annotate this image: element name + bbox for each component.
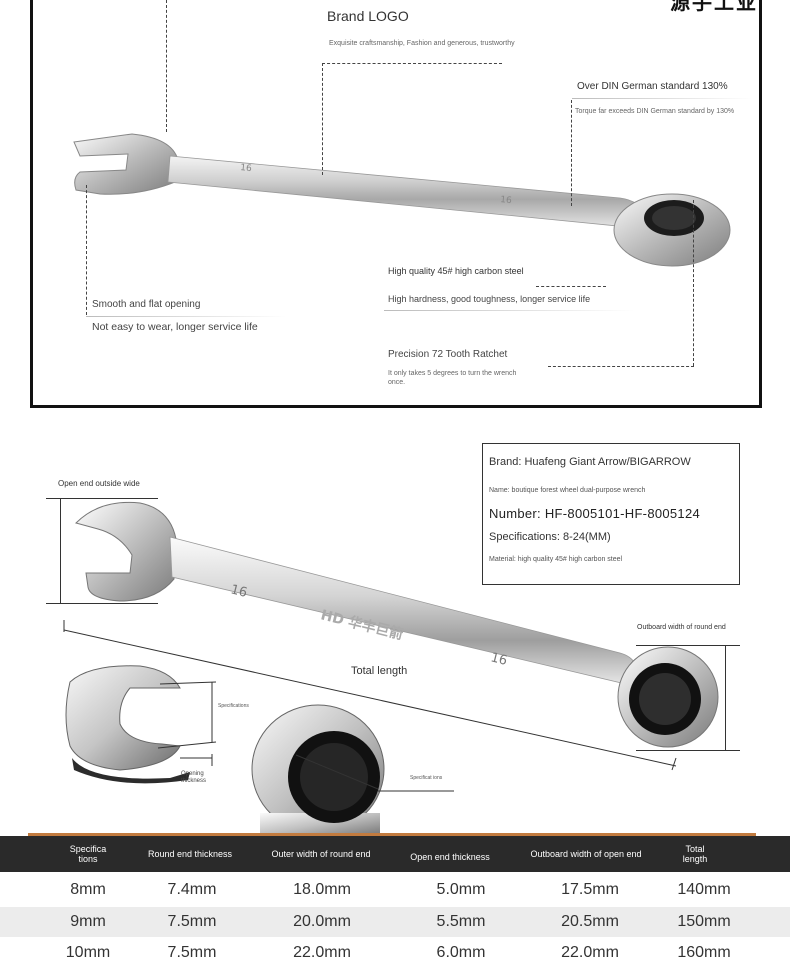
total-length-label: Total length — [351, 665, 408, 677]
cell-round-end-thickness: 7.5mm — [167, 913, 217, 930]
cell-specification: 10mm — [65, 944, 111, 960]
divider — [86, 316, 286, 317]
leader-line — [322, 63, 502, 64]
brand-wordmark: 源手工业 — [670, 0, 758, 14]
cell-outer-width-round-end: 20.0mm — [293, 913, 351, 930]
brand-logo-title: Brand LOGO — [327, 8, 409, 24]
din-standard-subtitle: Torque far exceeds DIN German standard b… — [575, 108, 735, 115]
cell-outboard-width-open-end: 22.0mm — [561, 944, 619, 960]
spec-number: Number: HF-8005101-HF-8005124 — [489, 506, 701, 521]
dimension-line — [46, 603, 158, 604]
ratchet-subtitle: It only takes 5 degrees to turn the wren… — [388, 370, 517, 386]
ratchet-title: Precision 72 Tooth Ratchet — [388, 349, 508, 360]
table-row: 8mm 7.4mm 18.0mm 5.0mm 17.5mm 140mm — [0, 875, 790, 905]
wrench-feature-image: 16 16 — [73, 133, 731, 267]
spec-specifications: Specifications: 8-24(MM) — [489, 531, 611, 543]
column-header-outboard-width-open-end: Outboard width of open end — [530, 849, 642, 859]
brand-logo-subtitle: Exquisite craftsmanship, Fashion and gen… — [329, 40, 515, 47]
opening-subtitle: Not easy to wear, longer service life — [92, 321, 258, 333]
svg-text:16: 16 — [500, 195, 513, 206]
svg-text:16: 16 — [240, 163, 253, 174]
cell-specification: 8mm — [70, 881, 106, 898]
specifications-label-1: Specifications — [218, 703, 249, 709]
accent-divider — [28, 833, 756, 836]
divider — [384, 310, 634, 311]
opening-title: Smooth and flat opening — [92, 299, 201, 310]
spec-brand: Brand: Huafeng Giant Arrow/BIGARROW — [489, 456, 691, 468]
open-end-closeup-image — [65, 665, 217, 784]
dimension-line — [46, 498, 158, 499]
cell-total-length: 140mm — [677, 881, 731, 898]
table-row: 10mm 7.5mm 22.0mm 6.0mm 22.0mm 160mm — [0, 938, 790, 960]
spec-material: Material: high quality 45# high carbon s… — [489, 556, 623, 563]
cell-open-end-thickness: 5.0mm — [436, 881, 486, 898]
column-header-open-end-thickness: Open end thickness — [410, 852, 490, 862]
ring-end-closeup-image — [251, 704, 454, 835]
open-end-outside-wide-label: Open end outside wide — [58, 479, 140, 488]
leader-line — [571, 100, 572, 206]
cell-specification: 9mm — [70, 913, 106, 930]
leader-line — [536, 286, 606, 287]
leader-line — [693, 200, 694, 366]
outboard-round-end-label: Outboard width of round end — [637, 624, 726, 631]
specifications-label-2: Specificat ions — [410, 775, 443, 781]
material-subtitle: High hardness, good toughness, longer se… — [388, 294, 591, 304]
spec-name: Name: boutique forest wheel dual-purpose… — [489, 487, 646, 494]
din-standard-title: Over DIN German standard 130% — [577, 81, 728, 92]
leader-line — [86, 185, 87, 315]
cell-open-end-thickness: 6.0mm — [436, 944, 486, 960]
svg-text:16: 16 — [489, 650, 509, 669]
dimension-line — [636, 645, 740, 646]
total-length-line — [63, 620, 677, 771]
divider — [572, 98, 752, 99]
column-header-round-end-thickness: Round end thickness — [147, 849, 233, 859]
opening-thickness-label: Opening thickness — [181, 771, 207, 784]
product-spec-box: Brand: Huafeng Giant Arrow/BIGARROW Name… — [482, 443, 740, 585]
table-row: 9mm 7.5mm 20.0mm 5.5mm 20.5mm 150mm — [0, 907, 790, 937]
cell-outer-width-round-end: 18.0mm — [293, 881, 351, 898]
svg-text:16: 16 — [229, 582, 249, 601]
material-title: High quality 45# high carbon steel — [388, 266, 524, 276]
spec-table-header: Specifica tions Round end thickness Oute… — [0, 836, 790, 872]
dimension-line — [636, 750, 740, 751]
leader-line — [166, 0, 167, 132]
cell-outboard-width-open-end: 20.5mm — [561, 913, 619, 930]
dimension-line — [725, 645, 726, 750]
leader-line — [322, 63, 323, 175]
cell-round-end-thickness: 7.4mm — [167, 881, 217, 898]
cell-outer-width-round-end: 22.0mm — [293, 944, 351, 960]
column-header-specifications: Specifica tions — [69, 844, 107, 864]
cell-total-length: 150mm — [677, 913, 731, 930]
cell-total-length: 160mm — [677, 944, 731, 960]
column-header-outer-width-round-end: Outer width of round end — [271, 849, 371, 859]
leader-line — [548, 366, 694, 367]
cell-round-end-thickness: 7.5mm — [167, 944, 217, 960]
dimension-line — [60, 498, 61, 603]
wrench-dimension-image: 16 16 HD 华丰巨箭 — [75, 501, 719, 748]
column-header-total-length: Total length — [682, 844, 708, 864]
cell-outboard-width-open-end: 17.5mm — [561, 881, 619, 898]
cell-open-end-thickness: 5.5mm — [436, 913, 486, 930]
